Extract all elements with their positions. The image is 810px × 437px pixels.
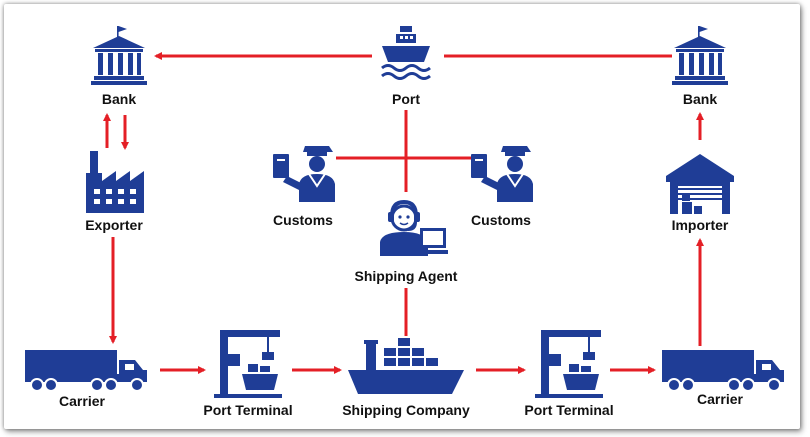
- node-label-shipping-agent: Shipping Agent: [355, 268, 458, 284]
- customs-officer-icon: [470, 145, 534, 203]
- node-exporter: Exporter: [85, 151, 144, 233]
- node-label-carrier-right: Carrier: [697, 391, 743, 407]
- node-shipping-agent: Shipping Agent: [355, 200, 458, 284]
- node-bank-right: Bank: [672, 26, 728, 107]
- truck-icon: [661, 349, 785, 392]
- ship-icon: [380, 24, 432, 80]
- factory-icon: [86, 151, 144, 213]
- node-carrier-left: Carrier: [24, 349, 148, 409]
- node-label-customs-left: Customs: [273, 212, 333, 228]
- crane-icon: [213, 329, 283, 399]
- node-shipping-company: Shipping Company: [342, 338, 470, 418]
- node-label-port: Port: [392, 91, 420, 107]
- node-label-port-terminal-left: Port Terminal: [203, 402, 292, 418]
- node-label-bank-right: Bank: [683, 91, 717, 107]
- bank-icon: [672, 26, 728, 85]
- node-label-bank-left: Bank: [102, 91, 136, 107]
- node-port: Port: [380, 24, 432, 107]
- connectors: [103, 52, 704, 374]
- node-label-exporter: Exporter: [85, 217, 143, 233]
- node-label-port-terminal-right: Port Terminal: [524, 402, 613, 418]
- node-importer: Importer: [666, 154, 734, 233]
- node-bank-left: Bank: [91, 26, 147, 107]
- customs-officer-icon: [272, 145, 336, 203]
- headset-agent-icon: [378, 200, 450, 258]
- node-customs-right: Customs: [470, 145, 534, 228]
- warehouse-icon: [666, 154, 734, 214]
- node-label-customs-right: Customs: [471, 212, 531, 228]
- node-port-terminal-right: Port Terminal: [524, 329, 614, 418]
- crane-icon: [534, 329, 604, 399]
- node-port-terminal-left: Port Terminal: [203, 329, 293, 418]
- node-label-carrier-left: Carrier: [59, 393, 105, 409]
- cargo-ship-icon: [348, 338, 464, 394]
- node-carrier-right: Carrier: [661, 349, 785, 407]
- node-label-shipping-company: Shipping Company: [342, 402, 470, 418]
- node-label-importer: Importer: [672, 217, 729, 233]
- bank-icon: [91, 26, 147, 85]
- node-customs-left: Customs: [272, 145, 336, 228]
- truck-icon: [24, 349, 148, 392]
